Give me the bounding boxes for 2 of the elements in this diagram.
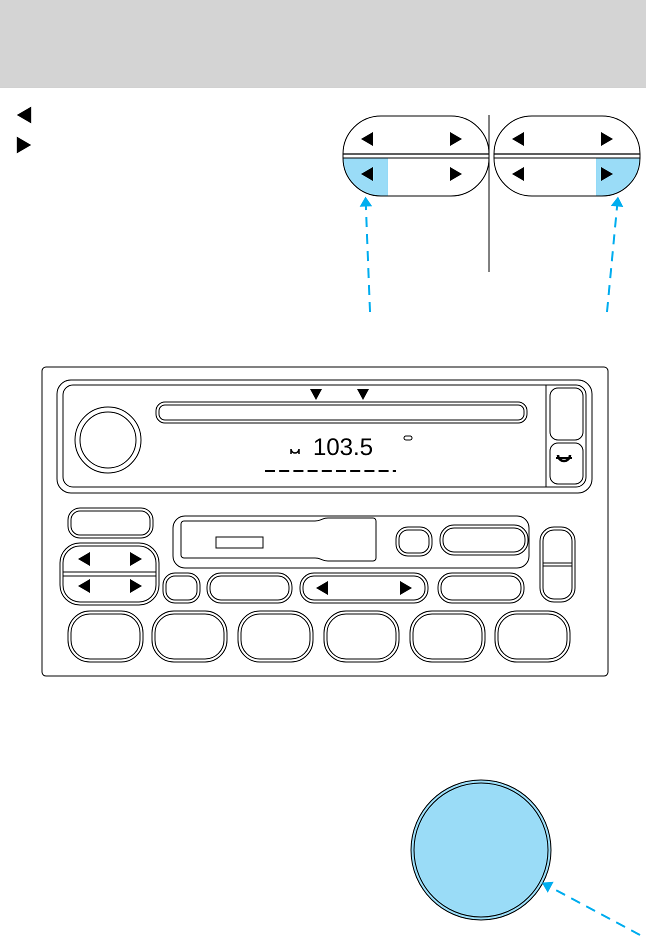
knob xyxy=(410,780,552,920)
frequency-display: 103.5 xyxy=(314,438,372,456)
